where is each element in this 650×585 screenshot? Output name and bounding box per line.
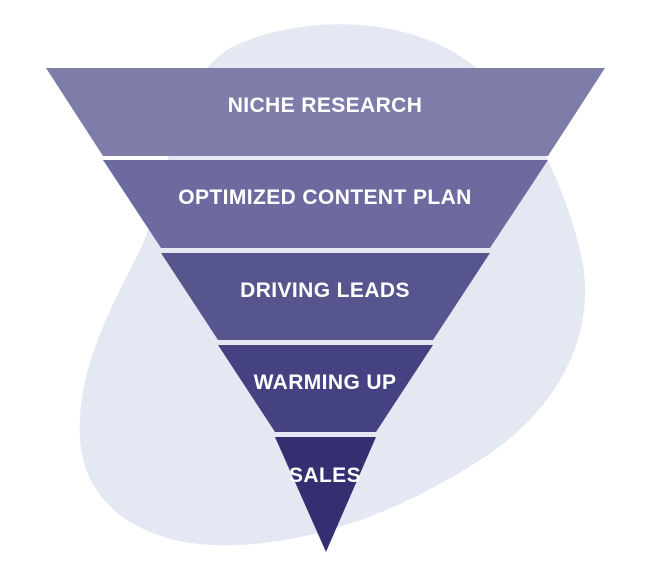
funnel-stage-warming-up [218, 345, 433, 432]
funnel-stage-niche-research [46, 68, 605, 156]
funnel-stage-sales [275, 437, 376, 552]
stage-label-warming-up: WARMING UP [254, 371, 397, 394]
stage-label-optimized-content-plan: OPTIMIZED CONTENT PLAN [178, 186, 471, 209]
stage-label-niche-research: NICHE RESEARCH [228, 94, 423, 117]
stage-label-sales: SALES [289, 464, 361, 487]
funnel-stage-driving-leads [161, 253, 490, 340]
funnel-stage-optimized-content-plan [103, 160, 548, 248]
stage-label-driving-leads: DRIVING LEADS [240, 279, 410, 302]
